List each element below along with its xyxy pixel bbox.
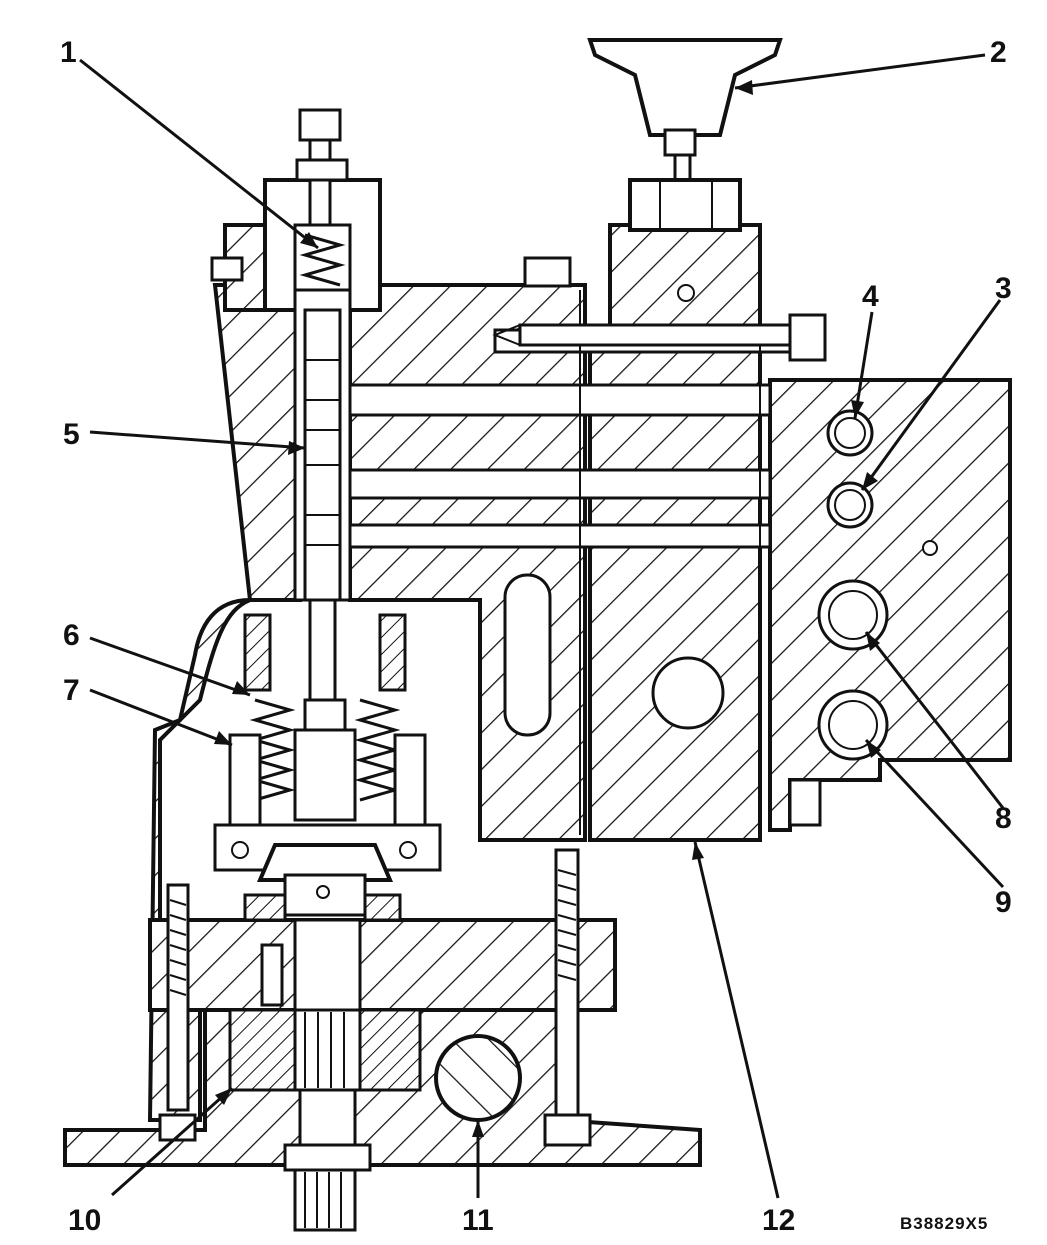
callout-9: 9 (995, 886, 1012, 919)
callout-labels: 1 2 3 4 5 6 7 8 9 10 11 12 B38829X5 (60, 36, 1012, 1237)
callout-6: 6 (63, 619, 80, 652)
long-bolt (492, 256, 827, 362)
tappet-guide (213, 823, 442, 922)
callout-11: 11 (462, 1204, 494, 1237)
plunger-assembly (293, 288, 357, 822)
callout-12: 12 (762, 1204, 795, 1237)
drive-shaft-assembly (228, 918, 522, 1232)
callout-4: 4 (862, 280, 879, 313)
callout-3: 3 (995, 272, 1012, 305)
housing-ports (788, 409, 889, 827)
callout-leaders (79, 53, 1005, 1199)
callout-2: 2 (990, 36, 1007, 69)
callout-10: 10 (68, 1204, 101, 1237)
callout-8: 8 (995, 802, 1012, 835)
figure-reference-code: B38829X5 (900, 1214, 988, 1233)
plunger-spring (228, 613, 427, 827)
callout-7: 7 (63, 674, 80, 707)
callout-5: 5 (63, 418, 80, 451)
callout-1: 1 (60, 36, 77, 69)
governor-cap (587, 38, 783, 232)
